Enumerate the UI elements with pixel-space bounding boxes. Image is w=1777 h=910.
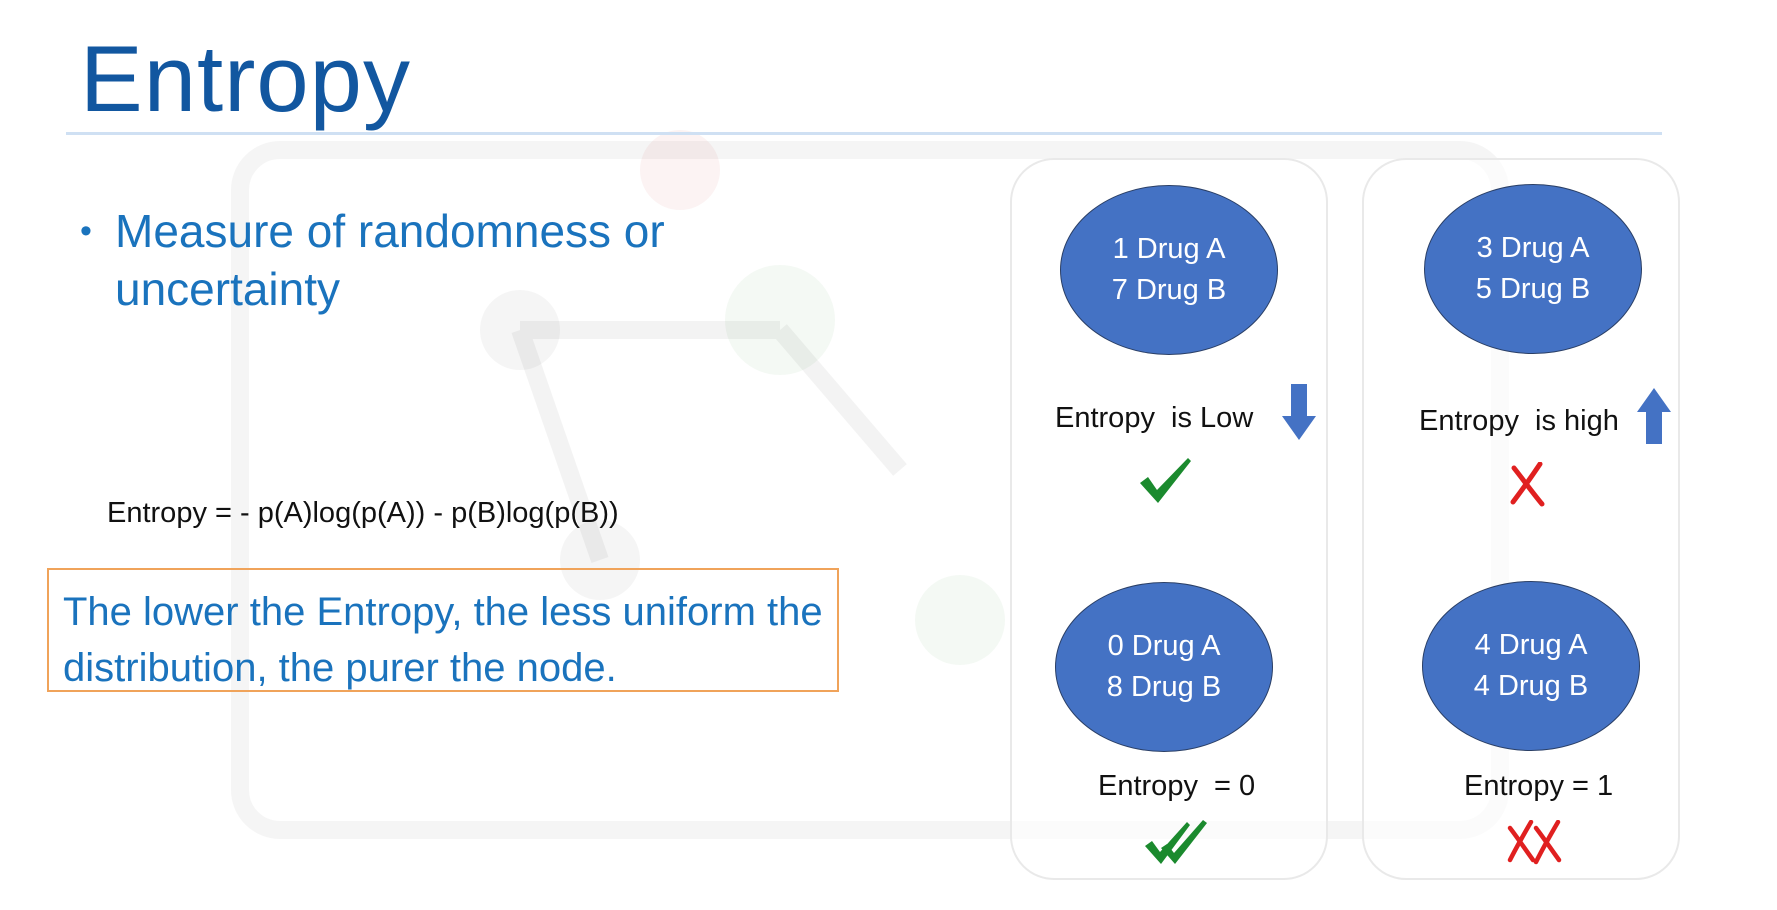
callout-text: The lower the Entropy, the less uniform … xyxy=(63,590,823,690)
check-icon xyxy=(1140,458,1191,503)
callout-box: The lower the Entropy, the less uniform … xyxy=(47,568,839,692)
bullet-point: • Measure of randomness or uncertainty xyxy=(80,202,800,318)
label-entropy-low: Entropy is Low xyxy=(1055,402,1254,434)
node-3a-5b: 3 Drug A 5 Drug B xyxy=(1424,184,1642,354)
slide-title: Entropy xyxy=(80,26,411,131)
node-line-drug-b: 8 Drug B xyxy=(1106,671,1222,703)
node-line-drug-a: 3 Drug A xyxy=(1476,232,1590,264)
node-line-drug-b: 7 Drug B xyxy=(1111,274,1227,306)
arrow-up-icon xyxy=(1637,388,1671,444)
arrow-down-icon xyxy=(1282,384,1316,440)
entropy-formula: Entropy = - p(A)log(p(A)) - p(B)log(p(B)… xyxy=(107,497,619,529)
label-entropy-high: Entropy is high xyxy=(1419,405,1619,437)
label-entropy-one: Entropy = 1 xyxy=(1464,770,1614,802)
node-line-drug-a: 1 Drug A xyxy=(1112,233,1226,265)
node-4a-4b: 4 Drug A 4 Drug B xyxy=(1422,581,1640,751)
bullet-text: Measure of randomness or uncertainty xyxy=(115,205,665,315)
double-cross-icon xyxy=(1507,820,1562,865)
bullet-dot-icon: • xyxy=(80,212,92,250)
label-entropy-zero: Entropy = 0 xyxy=(1098,770,1256,802)
node-line-drug-b: 5 Drug B xyxy=(1475,273,1591,305)
node-0a-8b: 0 Drug A 8 Drug B xyxy=(1055,582,1273,752)
node-line-drug-a: 0 Drug A xyxy=(1107,630,1221,662)
double-check-icon xyxy=(1145,820,1207,864)
node-1a-7b: 1 Drug A 7 Drug B xyxy=(1060,185,1278,355)
node-line-drug-a: 4 Drug A xyxy=(1474,629,1588,661)
node-line-drug-b: 4 Drug B xyxy=(1473,670,1589,702)
title-underline xyxy=(66,132,1662,135)
cross-icon xyxy=(1510,462,1545,507)
